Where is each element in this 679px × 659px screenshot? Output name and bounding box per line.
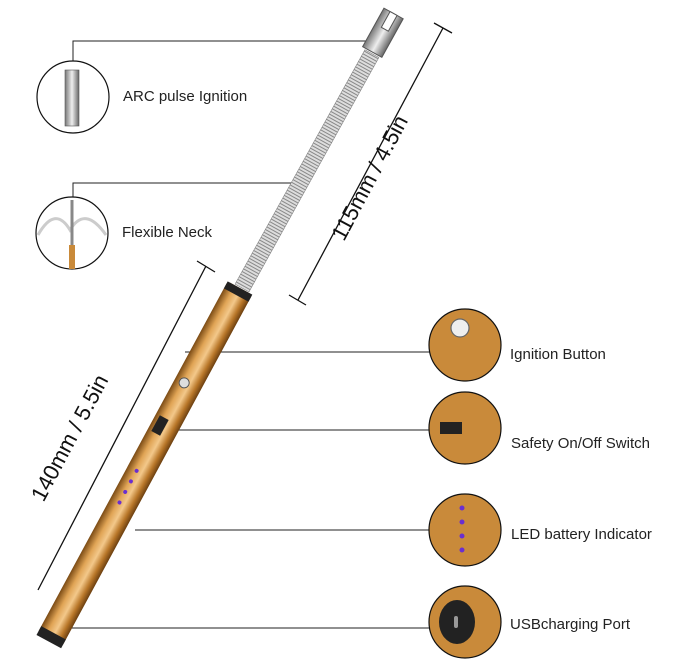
callout-usb-port: USBcharging Port bbox=[510, 616, 631, 633]
callout-ignition-button: Ignition Button bbox=[510, 346, 606, 363]
leader-lines bbox=[62, 40, 430, 629]
dimension-lines bbox=[37, 22, 453, 591]
led-indicator bbox=[117, 468, 139, 505]
safety-switch bbox=[151, 415, 169, 436]
callout-flexible-neck: Flexible Neck bbox=[122, 224, 213, 241]
flexible-neck bbox=[234, 49, 380, 293]
lighter-body bbox=[36, 281, 253, 649]
callout-led-indicator: LED battery Indicator bbox=[511, 526, 652, 543]
detail-circles bbox=[35, 60, 502, 659]
callout-arc-ignition: ARC pulse Ignition bbox=[123, 88, 248, 105]
ignition-button bbox=[178, 377, 190, 389]
callout-safety-switch: Safety On/Off Switch bbox=[511, 435, 650, 452]
arc-head bbox=[361, 7, 404, 59]
